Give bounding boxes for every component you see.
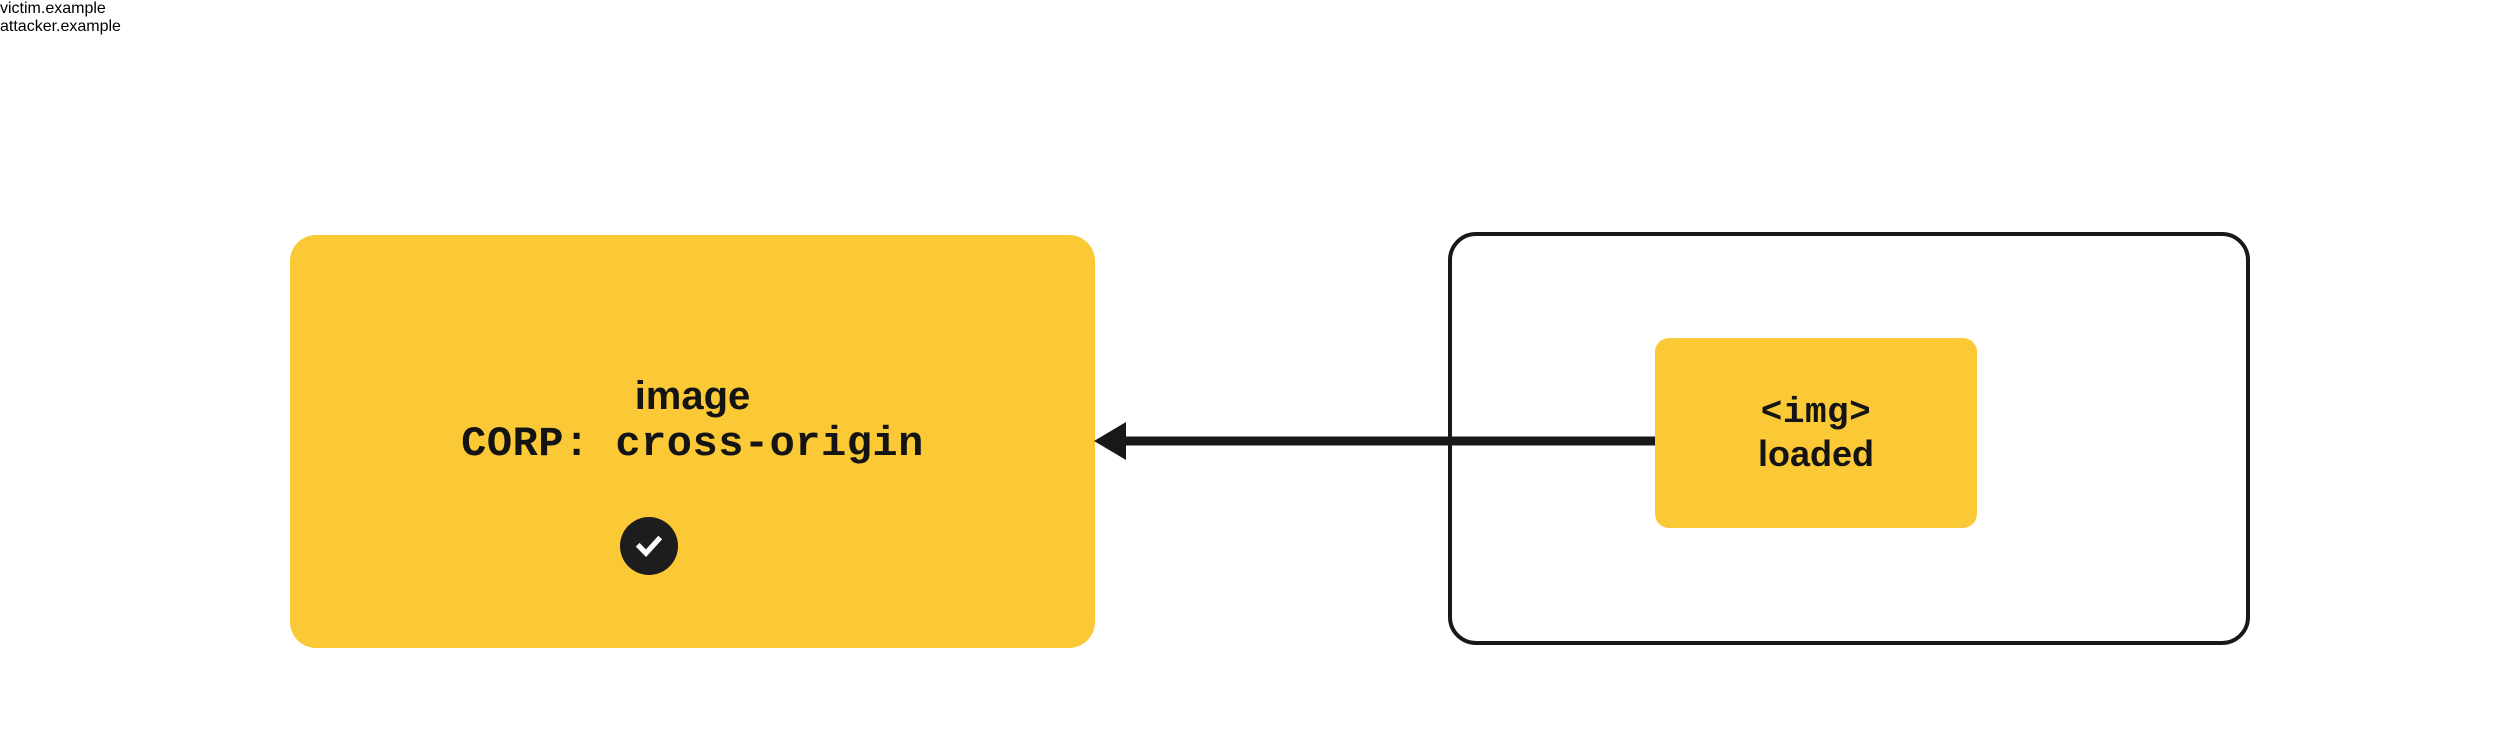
attacker-origin-label: attacker.example <box>0 18 121 35</box>
victim-resource-text: image CORP: cross-origin <box>290 373 1095 470</box>
img-tag-label: <img> <box>1760 391 1872 433</box>
check-circle-icon <box>620 517 678 575</box>
attacker-img-element-card: <img> loaded <box>1655 338 1977 528</box>
victim-resource-card: image CORP: cross-origin <box>290 235 1095 648</box>
resource-name: image <box>634 374 751 418</box>
victim-origin-label: victim.example <box>0 0 106 17</box>
img-load-status: loaded <box>1757 433 1874 474</box>
resource-corp-header: CORP: cross-origin <box>461 420 924 469</box>
